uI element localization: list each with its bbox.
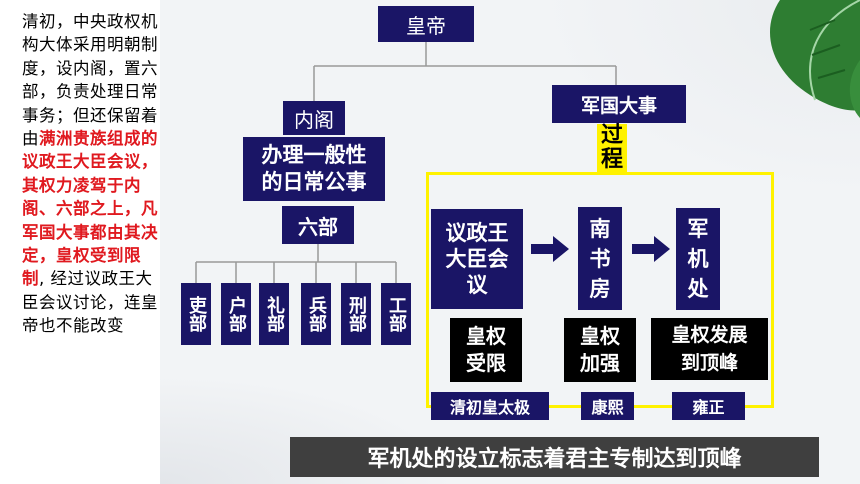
cabinet-duty-line1: 办理一般性 (261, 143, 367, 167)
status2-line1: 皇权 (580, 324, 620, 348)
status1-line2: 受限 (466, 351, 506, 375)
department-label: 礼部 (264, 296, 285, 332)
imperial-power-peak-box: 皇权发展 到顶峰 (651, 318, 768, 380)
intro-text-highlight: 满洲贵族组成的议政王大臣会议，其权力凌驾于内阁、六部之上，凡军国大事都由其决定，… (22, 129, 158, 289)
process-label-line1: 过 (600, 123, 623, 148)
stage1-line1: 议政王 (445, 221, 509, 245)
status2-line2: 加强 (580, 351, 620, 375)
military-affairs-box: 军国大事 (552, 85, 686, 123)
ruler-kangxi-label: 康熙 (581, 392, 634, 420)
stage2-line3: 房 (589, 276, 611, 301)
intro-text-part3: , 经过议政王大臣会议讨论，连皇帝也不能改变 (22, 269, 158, 336)
stage3-line1: 军 (687, 217, 709, 241)
cabinet-box: 内阁 (283, 101, 345, 135)
arrow-right-icon (531, 236, 569, 262)
department-box-bing: 兵部 (301, 283, 331, 345)
leaf-decoration-icon (770, 0, 860, 118)
intro-text-part1: 清初，中央政权机构大体采用明朝制度，设内阁，置六部，负责处理日常事务；但还保留着… (22, 12, 158, 149)
department-label: 吏部 (186, 296, 207, 332)
stage2-line1: 南 (589, 216, 611, 241)
imperial-power-strengthened-box: 皇权 加强 (564, 318, 636, 382)
department-box-li: 吏部 (181, 283, 211, 345)
department-label: 刑部 (346, 296, 367, 332)
deliberative-council-box: 议政王 大臣会 议 (431, 209, 523, 309)
ruler-yongzheng-label: 雍正 (672, 392, 745, 420)
stage1-line2: 大臣会 (445, 247, 509, 271)
status3-line2: 到顶峰 (680, 352, 738, 374)
department-box-gong: 工部 (381, 283, 411, 345)
grand-council-box: 军 机 处 (676, 208, 720, 310)
six-ministries-box: 六部 (282, 206, 354, 244)
department-label: 兵部 (306, 296, 327, 332)
southern-study-box: 南 书 房 (578, 207, 622, 310)
cabinet-duty-box: 办理一般性 的日常公事 (243, 137, 385, 201)
process-label: 过 程 (597, 124, 627, 174)
process-label-line2: 程 (600, 147, 623, 172)
status1-line1: 皇权 (466, 324, 506, 348)
department-box-hu: 户部 (221, 283, 251, 345)
stage3-line2: 机 (687, 247, 709, 271)
imperial-power-limited-box: 皇权 受限 (450, 318, 522, 382)
stage1-line3: 议 (466, 273, 488, 297)
status3-line1: 皇权发展 (671, 324, 748, 346)
department-box-xing: 刑部 (341, 283, 371, 345)
arrow-right-icon (632, 236, 670, 262)
department-label: 户部 (226, 296, 247, 332)
conclusion-banner: 军机处的设立标志着君主专制达到顶峰 (290, 437, 819, 477)
ruler-huangtaiji-label: 清初皇太极 (431, 392, 549, 420)
department-box-li-rites: 礼部 (259, 283, 289, 345)
department-label: 工部 (386, 296, 407, 332)
stage2-line2: 书 (589, 246, 611, 271)
emperor-box: 皇帝 (378, 6, 474, 42)
cabinet-duty-line2: 的日常公事 (261, 170, 367, 194)
intro-paragraph: 清初，中央政权机构大体采用明朝制度，设内阁，置六部，负责处理日常事务；但还保留着… (22, 10, 162, 338)
stage3-line3: 处 (687, 277, 709, 301)
